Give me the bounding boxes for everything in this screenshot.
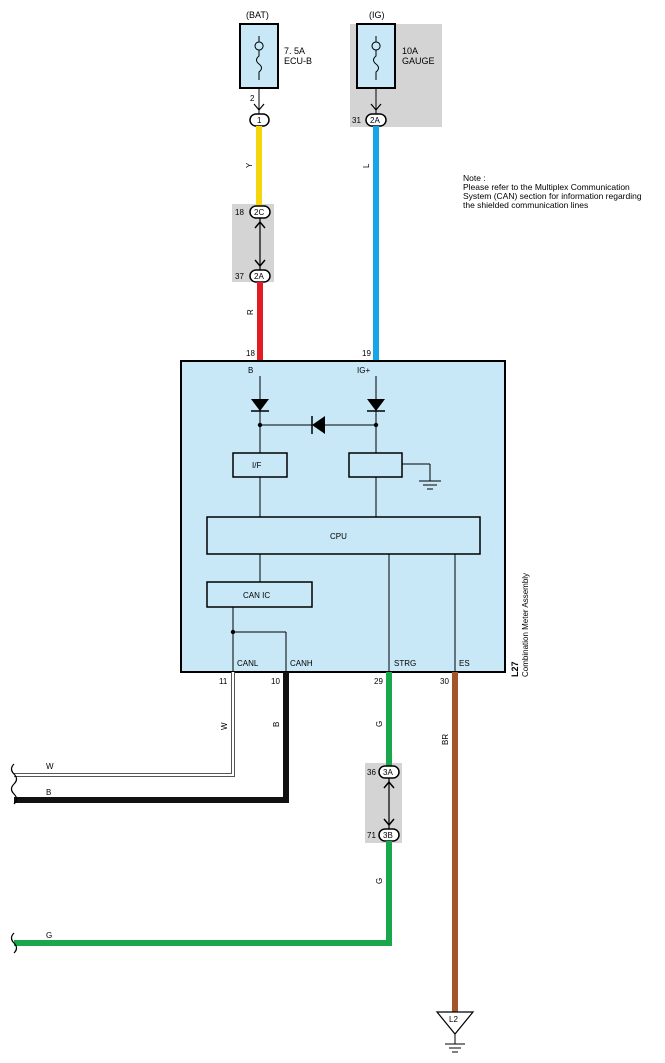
wire-label-y: Y [245,162,254,168]
meter-terminal-strg: STRG [394,659,416,668]
ig-supply-label: (IG) [369,10,385,20]
junction-2c-label: 2C [254,208,264,217]
wire-label-g: G [375,721,384,727]
ground-icon [445,1043,465,1053]
can-ic-block-label: CAN IC [243,591,270,600]
ig-pin: 31 [352,116,361,125]
wire-label-g-bottom: G [46,931,52,940]
meter-pin-canh: 10 [271,677,280,686]
meter-pin-strg: 29 [374,677,383,686]
junction-2c-pin: 18 [235,208,244,217]
ground-triangle [435,1011,475,1035]
junction-3a-pin: 36 [367,768,376,777]
wire-label-w: W [220,722,229,730]
meter-terminal-b: B [248,366,253,375]
note-block: Note : Please refer to the Multiplex Com… [463,174,663,210]
wire-black [14,672,289,803]
diode-ig-icon [367,399,385,411]
ig-fuse-icon [371,36,381,80]
wire-green-lower [14,841,392,946]
bat-fuse-name: ECU-B [284,56,312,66]
cpu-block-label: CPU [330,532,347,541]
wire-label-g-lower: G [375,878,384,884]
note-title: Note : [463,173,486,183]
internal-ground-icon [419,480,441,490]
junction-2a-pin: 37 [235,272,244,281]
ig-fuse-rating: 10A [402,46,418,56]
if-block-label: I/F [252,461,261,470]
ig-fuse-name: GAUGE [402,56,435,66]
meter-pin-b: 18 [246,349,255,358]
meter-pin-es: 30 [440,677,449,686]
cpu-block [206,516,481,555]
meter-name: Combination Meter Assembly [521,573,530,677]
power-block [348,452,403,478]
junction-3b-pin: 71 [367,831,376,840]
junction-3a-label: 3A [383,768,393,777]
meter-pin-ig: 19 [362,349,371,358]
ground-label: L2 [449,1015,458,1024]
meter-pin-canl: 11 [219,677,228,686]
meter-terminal-canl: CANL [237,659,259,668]
junction-3b-label: 3B [383,831,393,840]
wire-label-b: B [272,722,281,727]
wire-label-r: R [246,309,255,315]
meter-terminal-ig: IG+ [357,366,370,375]
diode-cross-icon [312,416,325,434]
note-body: Please refer to the Multiplex Communicat… [463,182,642,210]
bat-supply-label: (BAT) [246,10,269,20]
meter-terminal-canh: CANH [290,659,313,668]
wire-white [14,672,235,777]
meter-ref: L27 [510,661,520,677]
wire-label-br: BR [441,734,450,745]
bat-connector-label: 1 [257,116,262,125]
bat-pin: 2 [250,94,255,103]
meter-terminal-es: ES [459,659,470,668]
wire-label-b-bottom: B [46,788,51,797]
wire-break-icon [10,763,18,805]
wire-label-w-bottom: W [46,762,54,771]
diode-b-icon [251,399,269,411]
bat-fuse-icon [254,36,264,80]
bat-fuse-rating: 7. 5A [284,46,305,56]
wire-label-l: L [362,163,371,168]
ig-connector-label: 2A [370,116,380,125]
wire-break-icon-g [10,932,18,954]
junction-2a-label: 2A [254,272,264,281]
can-ic-block [206,581,313,608]
